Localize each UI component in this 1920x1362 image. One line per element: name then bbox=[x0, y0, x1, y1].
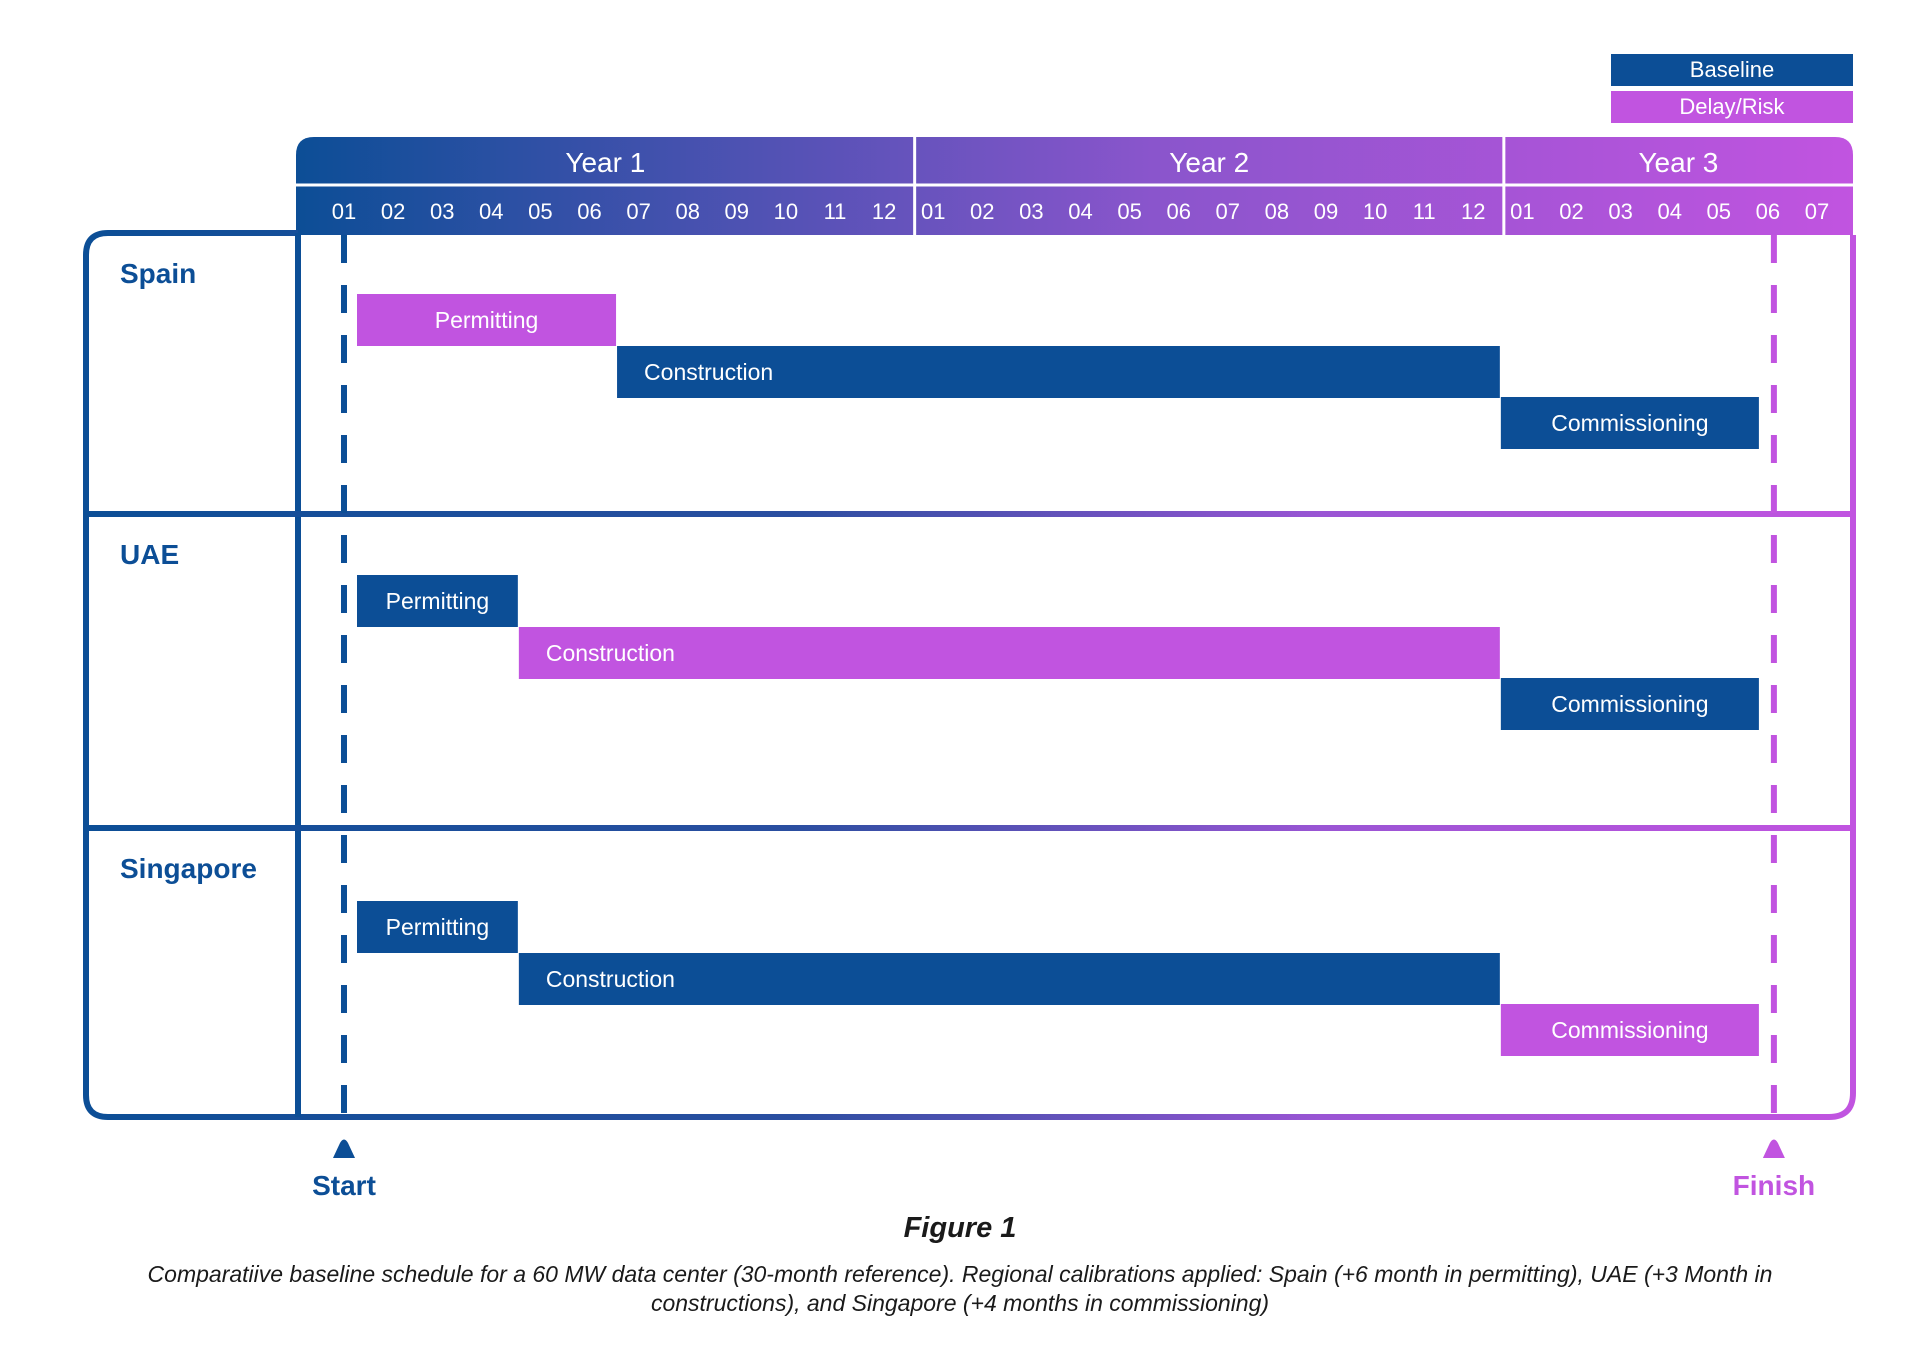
month-tick-label: 02 bbox=[1559, 199, 1583, 224]
chart-frame bbox=[83, 230, 1856, 1120]
year-label: Year 3 bbox=[1638, 147, 1718, 178]
month-tick-label: 05 bbox=[1707, 199, 1731, 224]
month-tick-label: 11 bbox=[1413, 199, 1436, 224]
month-tick-label: 03 bbox=[1608, 199, 1632, 224]
month-tick-label: 02 bbox=[970, 199, 994, 224]
frame-corner bbox=[83, 230, 109, 256]
year-label: Year 1 bbox=[565, 147, 645, 178]
task-bar-label: Permitting bbox=[435, 307, 539, 333]
month-tick-label: 07 bbox=[626, 199, 650, 224]
task-bar-label: Commissioning bbox=[1551, 691, 1708, 717]
month-tick-label: 05 bbox=[1117, 199, 1141, 224]
start-label: Start bbox=[312, 1170, 376, 1201]
month-tick-label: 10 bbox=[774, 199, 798, 224]
month-tick-label: 09 bbox=[725, 199, 749, 224]
month-tick-label: 07 bbox=[1805, 199, 1829, 224]
task-bar-label: Permitting bbox=[386, 914, 490, 940]
timeline-header: Year 1 01 02 03 04 05 06 07 08 09 10 11 12 Year 2 01 02… bbox=[296, 137, 1878, 235]
month-tick-label: 04 bbox=[1657, 199, 1681, 224]
month-tick-label: 06 bbox=[1756, 199, 1780, 224]
milestones: Start Finish bbox=[312, 235, 1815, 1201]
month-tick-label: 05 bbox=[528, 199, 552, 224]
finish-label: Finish bbox=[1733, 1170, 1815, 1201]
month-tick-label: 04 bbox=[479, 199, 503, 224]
legend-label: Baseline bbox=[1690, 57, 1774, 82]
task-bar-label: Commissioning bbox=[1551, 410, 1708, 436]
month-tick-label: 08 bbox=[675, 199, 699, 224]
month-tick-label: 03 bbox=[430, 199, 454, 224]
month-tick-label: 12 bbox=[1461, 199, 1485, 224]
month-tick-label: 01 bbox=[1510, 199, 1534, 224]
legend-label: Delay/Risk bbox=[1679, 94, 1785, 119]
month-tick-label: 06 bbox=[1166, 199, 1190, 224]
task-bar-label: Construction bbox=[546, 966, 675, 992]
task-bar-label: Permitting bbox=[386, 588, 490, 614]
month-tick-label: 01 bbox=[921, 199, 945, 224]
task-bar-label: Commissioning bbox=[1551, 1017, 1708, 1043]
task-bar-permitting bbox=[357, 294, 617, 346]
task-bar-commissioning bbox=[1500, 678, 1759, 730]
month-tick-label: 02 bbox=[381, 199, 405, 224]
month-tick-label: 12 bbox=[872, 199, 896, 224]
month-tick-label: 10 bbox=[1363, 199, 1387, 224]
frame-border bbox=[83, 230, 1856, 1120]
month-tick-label: 01 bbox=[332, 199, 356, 224]
legend-swatch-baseline bbox=[1611, 54, 1853, 86]
month-tick-label: 07 bbox=[1216, 199, 1240, 224]
figure-caption: Comparatiive baseline schedule for a 60 … bbox=[147, 1261, 1773, 1316]
finish-marker-icon bbox=[1762, 1139, 1785, 1158]
task-bar-label: Construction bbox=[546, 640, 675, 666]
region-label: Singapore bbox=[120, 853, 257, 884]
region-label: UAE bbox=[120, 539, 179, 570]
task-bar-construction bbox=[518, 953, 1500, 1005]
task-bar-permitting bbox=[357, 901, 518, 953]
start-marker-icon bbox=[333, 1139, 355, 1158]
month-tick-label: 08 bbox=[1854, 199, 1878, 224]
task-bar-permitting bbox=[357, 575, 518, 627]
month-tick-label: 09 bbox=[1314, 199, 1338, 224]
month-tick-label: 11 bbox=[824, 199, 847, 224]
month-tick-label: 08 bbox=[1265, 199, 1289, 224]
task-bar-commissioning bbox=[1500, 1004, 1759, 1056]
task-bar-commissioning bbox=[1500, 397, 1759, 449]
legend-swatch-delay-risk bbox=[1611, 91, 1853, 123]
task-bar-label: Construction bbox=[644, 359, 773, 385]
task-bar-construction bbox=[518, 627, 1500, 679]
figure-title: Figure 1 bbox=[903, 1212, 1017, 1244]
month-tick-label: 04 bbox=[1068, 199, 1092, 224]
region-label: Spain bbox=[120, 258, 196, 289]
month-tick-label: 03 bbox=[1019, 199, 1043, 224]
task-bar-construction bbox=[617, 346, 1500, 398]
task-bars: SpainPermittingConstructionCommissioning… bbox=[120, 258, 1759, 1056]
year-label: Year 2 bbox=[1169, 147, 1249, 178]
month-tick-label: 06 bbox=[577, 199, 601, 224]
